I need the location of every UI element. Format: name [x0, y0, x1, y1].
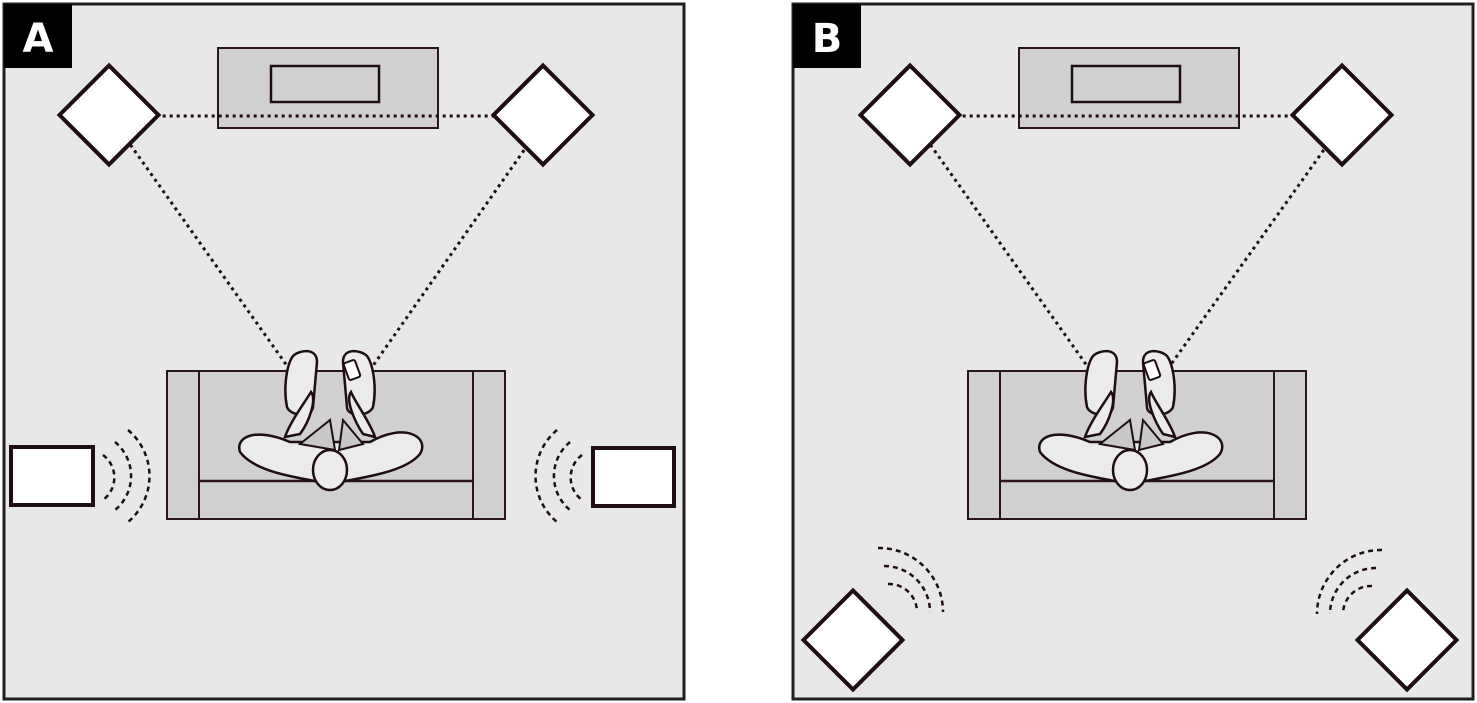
panel-label: B [812, 16, 843, 62]
panel-label: A [23, 16, 54, 62]
panel-label-badge [4, 4, 72, 68]
sound-wave-icon [534, 429, 583, 523]
surround-left-speaker-icon [9, 445, 95, 507]
tv-icon [216, 46, 440, 130]
sound-wave-icon [102, 429, 151, 523]
sound-wave-icon [877, 546, 945, 613]
panel-b: B [791, 2, 1475, 701]
surround-right-speaker-icon [591, 446, 676, 508]
surround-right-speaker-icon [1354, 587, 1460, 693]
surround-left-speaker-icon [800, 587, 906, 693]
listening-triangle [907, 114, 1351, 371]
sound-wave-icon [1315, 548, 1383, 615]
tv-icon [1017, 46, 1241, 130]
panel-a: A [2, 2, 686, 701]
listening-triangle [107, 114, 551, 371]
panel-label-badge [793, 4, 861, 68]
